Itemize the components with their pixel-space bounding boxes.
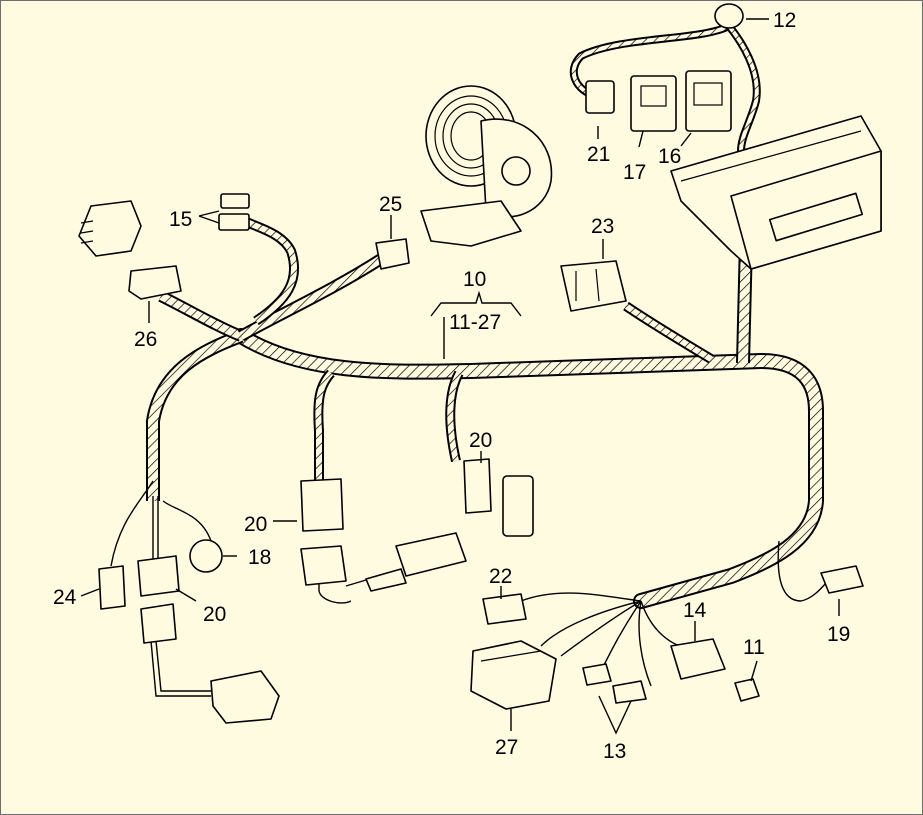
callout-22: 22 bbox=[489, 565, 512, 588]
grommet-12 bbox=[714, 3, 744, 29]
connector-25 bbox=[375, 238, 410, 270]
callout-20-left: 20 bbox=[244, 513, 267, 536]
terminal-13 bbox=[582, 663, 647, 704]
connector-14 bbox=[670, 638, 726, 680]
callout-15: 15 bbox=[169, 208, 192, 231]
terminal-11 bbox=[734, 678, 760, 702]
connector-19 bbox=[820, 565, 864, 594]
callout-14: 14 bbox=[683, 599, 707, 622]
connector-20-left bbox=[300, 478, 344, 532]
callout-13: 13 bbox=[603, 740, 626, 763]
callout-18: 18 bbox=[248, 546, 271, 569]
thin-wires bbox=[110, 480, 827, 697]
climate-control-panel bbox=[670, 115, 882, 270]
callout-11: 11 bbox=[743, 636, 765, 659]
blower-motor bbox=[420, 85, 553, 247]
connector-23 bbox=[560, 260, 627, 312]
callout-24: 24 bbox=[53, 586, 77, 609]
callout-leaders bbox=[80, 18, 840, 735]
callout-17: 17 bbox=[623, 161, 646, 184]
callout-20-lower: 20 bbox=[203, 603, 226, 626]
callout-19: 19 bbox=[827, 623, 850, 646]
callout-labels: 12 21 17 16 15 25 23 10 11-27 26 20 20 1… bbox=[53, 9, 850, 763]
connector-24 bbox=[98, 565, 126, 610]
callout-26: 26 bbox=[134, 328, 157, 351]
callout-16: 16 bbox=[658, 145, 681, 168]
connector-27 bbox=[470, 640, 557, 710]
main-wiring-harness bbox=[146, 22, 824, 609]
connector-15 bbox=[218, 193, 250, 231]
callout-11-27: 11-27 bbox=[449, 311, 501, 334]
callout-25: 25 bbox=[379, 193, 402, 216]
callout-20-center: 20 bbox=[469, 429, 492, 452]
connector-20-lower-left bbox=[137, 555, 280, 724]
connector-21 bbox=[585, 80, 615, 114]
callout-10: 10 bbox=[463, 268, 486, 291]
connector-18 bbox=[189, 539, 223, 573]
components bbox=[78, 3, 882, 724]
callout-12: 12 bbox=[773, 9, 796, 32]
connector-lower-center bbox=[300, 532, 467, 592]
callout-23: 23 bbox=[591, 215, 614, 238]
relay-17 bbox=[630, 75, 677, 132]
callout-27: 27 bbox=[495, 736, 518, 759]
relay-16 bbox=[685, 70, 732, 132]
connector-22 bbox=[482, 593, 527, 625]
switch-unlabeled bbox=[78, 200, 142, 257]
connector-20-center bbox=[463, 458, 534, 537]
callout-21: 21 bbox=[587, 143, 610, 166]
connector-26 bbox=[128, 265, 182, 300]
